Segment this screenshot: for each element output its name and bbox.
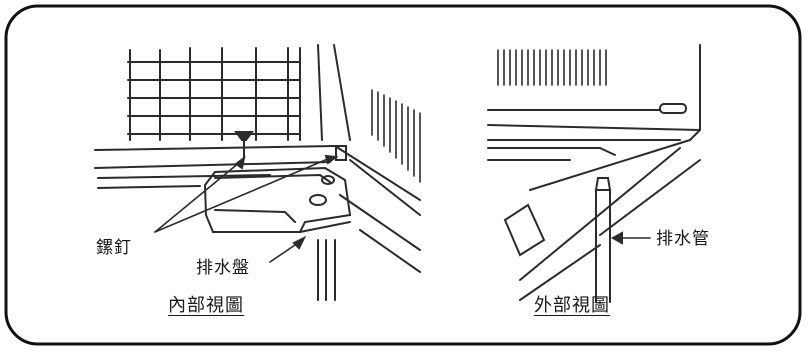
frame-border: [4, 4, 802, 346]
drain-pipe-label: 排水管: [656, 229, 710, 249]
drain-pan-label: 排水盤: [196, 258, 250, 278]
exterior-view-drawing: [487, 44, 701, 303]
interior-view-caption: 內部視圖: [168, 295, 244, 316]
side-vent: [371, 89, 421, 183]
screw-icons: [234, 131, 347, 161]
drain-pan-shape: [203, 166, 352, 233]
screw-label: 鏍釘: [96, 238, 132, 258]
cooling-fins: [497, 49, 607, 86]
interior-view-drawing: [94, 44, 421, 301]
drain-pipe-shape: [594, 177, 612, 303]
exterior-view-caption: 外部視圖: [534, 295, 610, 316]
window-grille: [127, 47, 301, 141]
